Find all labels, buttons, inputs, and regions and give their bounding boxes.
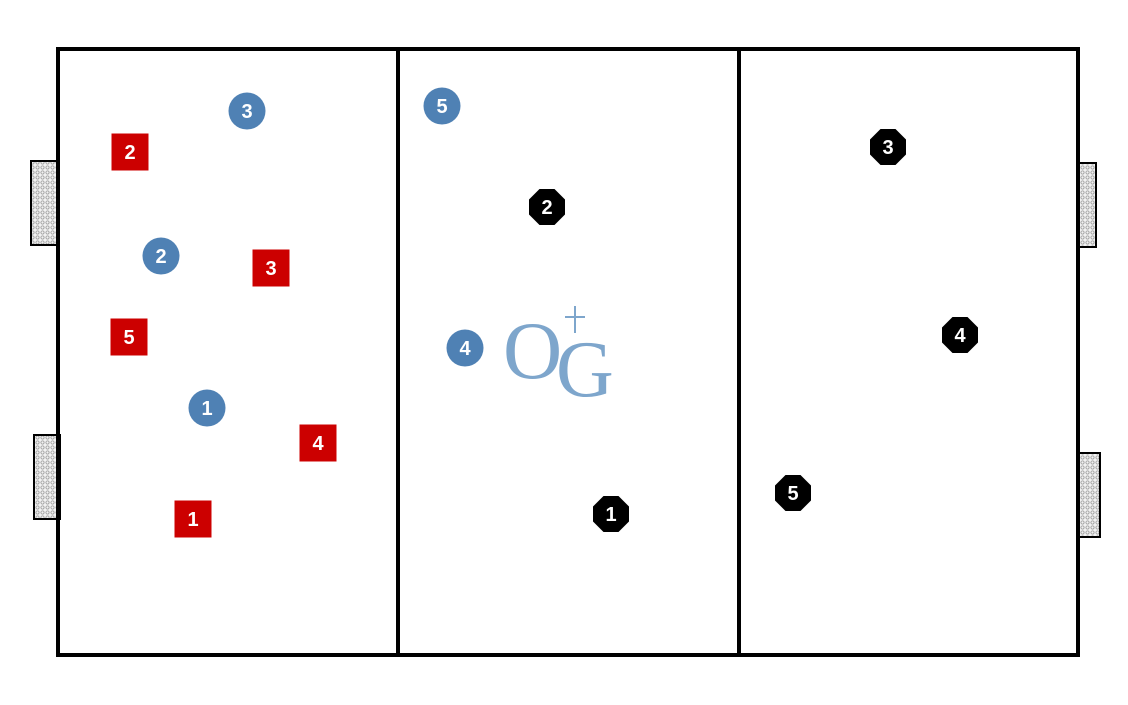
player-red-4[interactable]: 4 xyxy=(299,424,337,462)
player-number: 1 xyxy=(605,504,616,526)
player-number: 3 xyxy=(265,258,276,280)
player-marker-octagon xyxy=(775,475,811,511)
player-marker-circle xyxy=(446,329,484,367)
player-number: 3 xyxy=(882,137,893,159)
player-number: 1 xyxy=(187,509,198,531)
goal-left-top xyxy=(30,160,59,246)
field-boundary xyxy=(56,47,1080,657)
player-red-3[interactable]: 3 xyxy=(252,249,290,287)
player-number: 2 xyxy=(155,246,166,268)
player-number: 4 xyxy=(312,433,324,455)
player-black-5[interactable]: 5 xyxy=(775,475,811,511)
player-marker-octagon xyxy=(942,317,978,353)
goal-right-bottom xyxy=(1077,452,1101,538)
player-marker-circle xyxy=(188,389,226,427)
player-marker-square xyxy=(299,424,337,462)
player-marker-square xyxy=(174,500,212,538)
player-marker-octagon xyxy=(870,129,906,165)
player-number: 2 xyxy=(124,142,135,164)
goal-right-top xyxy=(1077,162,1097,248)
player-number: 4 xyxy=(954,325,966,347)
player-number: 4 xyxy=(459,338,471,360)
player-black-2[interactable]: 2 xyxy=(529,189,565,225)
player-marker-octagon xyxy=(593,496,629,532)
player-marker-square xyxy=(110,318,148,356)
svg-text:G: G xyxy=(556,326,614,414)
player-marker-square xyxy=(252,249,290,287)
goal-left-bottom xyxy=(33,434,61,520)
player-blue-1[interactable]: 1 xyxy=(188,389,226,427)
player-blue-4[interactable]: 4 xyxy=(446,329,484,367)
player-number: 5 xyxy=(436,96,447,118)
player-black-1[interactable]: 1 xyxy=(593,496,629,532)
player-blue-3[interactable]: 3 xyxy=(228,92,266,130)
player-red-2[interactable]: 2 xyxy=(111,133,149,171)
og-logo: O G xyxy=(503,305,614,414)
player-blue-5[interactable]: 5 xyxy=(423,87,461,125)
player-marker-circle xyxy=(423,87,461,125)
player-number: 5 xyxy=(787,483,798,505)
player-number: 2 xyxy=(541,197,552,219)
player-red-5[interactable]: 5 xyxy=(110,318,148,356)
player-black-4[interactable]: 4 xyxy=(942,317,978,353)
svg-text:O: O xyxy=(503,305,562,396)
player-number: 1 xyxy=(201,398,212,420)
player-marker-octagon xyxy=(529,189,565,225)
player-marker-square xyxy=(111,133,149,171)
player-marker-circle xyxy=(228,92,266,130)
player-marker-circle xyxy=(142,237,180,275)
player-black-3[interactable]: 3 xyxy=(870,129,906,165)
player-blue-2[interactable]: 2 xyxy=(142,237,180,275)
player-red-1[interactable]: 1 xyxy=(174,500,212,538)
player-number: 3 xyxy=(241,101,252,123)
player-number: 5 xyxy=(123,327,134,349)
